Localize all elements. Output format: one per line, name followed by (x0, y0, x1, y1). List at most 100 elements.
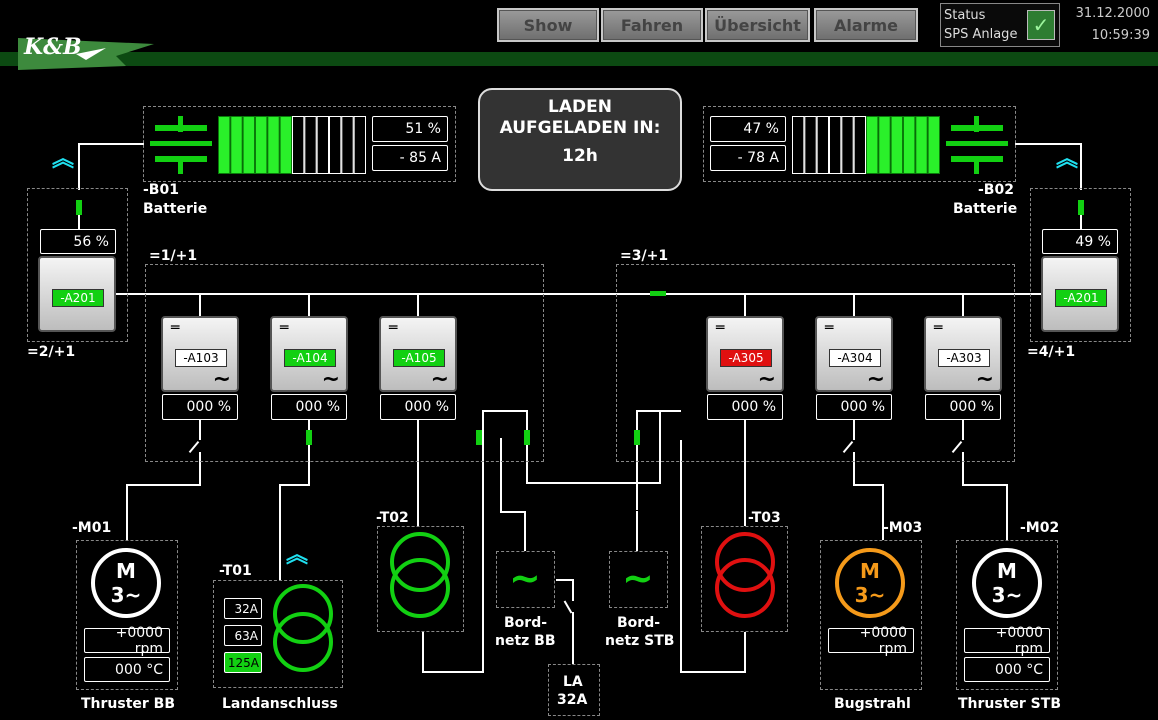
battery-segment (341, 116, 354, 174)
transformer-t01-icon[interactable] (268, 582, 338, 678)
t01-id: -T01 (219, 563, 252, 579)
dc-icon: ═ (389, 320, 398, 336)
wire (78, 143, 144, 145)
battery-segment (915, 116, 928, 174)
converter-a305[interactable]: -A305~═ (706, 316, 784, 392)
t01-option-63a[interactable]: 63A (224, 625, 262, 646)
battery-segment (304, 116, 317, 174)
company-logo: K&B (16, 26, 156, 76)
chevron-up-icon[interactable]: ︽ (52, 147, 75, 172)
m03-name: Bugstrahl (834, 696, 911, 712)
t03-id: -T03 (748, 510, 781, 526)
battery-symbol-icon (946, 116, 1008, 174)
group-3-frame (616, 264, 1015, 462)
converter-a103[interactable]: -A103~═ (161, 316, 239, 392)
converter-value: 000 % (707, 394, 783, 420)
battery-segment (242, 116, 255, 174)
dc-icon: ═ (825, 320, 834, 336)
chevron-up-icon[interactable]: ︽ (1056, 147, 1079, 172)
group-2-frame (27, 188, 128, 342)
sine-icon: ~ (757, 367, 776, 392)
m01-rpm: +0000 rpm (84, 625, 170, 657)
sine-icon: ~ (866, 367, 885, 392)
battery-segment (292, 116, 305, 174)
battery-segment (816, 116, 829, 174)
bordnetz-stb-sine-icon[interactable]: ~ (622, 556, 654, 600)
battery-segment (267, 116, 280, 174)
t01-option-125a[interactable]: 125A (224, 652, 262, 673)
charge-time-value: 12h (562, 146, 598, 166)
group-1-label: =1/+1 (149, 248, 198, 264)
converter-value: 000 % (925, 394, 1001, 420)
m01-temp: 000 °C (84, 657, 170, 682)
converter-tag: -A104 (284, 349, 336, 367)
converter-tag: -A303 (938, 349, 990, 367)
converter-a201-right[interactable]: -A201 (1041, 256, 1119, 332)
bordnetz-stb-line1: Bord- (617, 615, 661, 631)
status-label: Status (944, 8, 986, 23)
show-button[interactable]: Show (497, 8, 599, 42)
converter-tag: -A103 (175, 349, 227, 367)
battery-left-id: -B01 (143, 182, 179, 198)
sine-icon: ~ (321, 367, 340, 392)
battery-symbol-icon (150, 116, 212, 174)
battery-segment (255, 116, 268, 174)
dc-icon: ═ (716, 320, 725, 336)
battery-left-soc: 51 % (372, 116, 448, 142)
battery-segment (841, 116, 854, 174)
uebersicht-button[interactable]: Übersicht (705, 8, 810, 42)
converter-tag: -A105 (393, 349, 445, 367)
wire (1015, 143, 1081, 145)
bordnetz-bb-sine-icon[interactable]: ~ (509, 556, 541, 600)
converter-value: 000 % (271, 394, 347, 420)
a201-right-value: 49 % (1042, 229, 1118, 254)
battery-right-soc: 47 % (710, 116, 786, 142)
converter-a105[interactable]: -A105~ ═ (379, 316, 457, 392)
battery-right-level-bar (792, 116, 941, 174)
battery-segment (329, 116, 342, 174)
chevron-up-icon[interactable]: ︽ (286, 543, 309, 568)
battery-left-frame (143, 106, 456, 182)
m02-rpm: +0000 rpm (964, 625, 1050, 657)
t01-option-32a[interactable]: 32A (224, 598, 262, 619)
battery-segment (279, 116, 293, 174)
battery-segment (829, 116, 842, 174)
dc-icon: ═ (280, 320, 289, 336)
alarme-button[interactable]: Alarme (814, 8, 918, 42)
battery-segment (890, 116, 903, 174)
battery-segment (316, 116, 329, 174)
converter-a303[interactable]: -A303~═ (924, 316, 1002, 392)
sine-icon: ~ (430, 367, 449, 392)
converter-a201-left[interactable]: -A201 (38, 256, 116, 332)
charge-info-panel: LADEN AUFGELADEN IN: 12h (478, 88, 682, 191)
battery-segment (853, 116, 867, 174)
battery-segment (903, 116, 916, 174)
transformer-t02-icon[interactable] (385, 530, 455, 626)
transformer-t03-icon[interactable] (710, 530, 780, 626)
converter-value: 000 % (162, 394, 238, 420)
m03-id: -M03 (883, 520, 923, 536)
battery-segment (353, 116, 367, 174)
fahren-button[interactable]: Fahren (601, 8, 703, 42)
dc-icon: ═ (171, 320, 180, 336)
group-3-label: =3/+1 (620, 248, 669, 264)
m02-id: -M02 (1020, 520, 1060, 536)
group-4-label: =4/+1 (1027, 344, 1076, 360)
converter-a104[interactable]: -A104~ ═ (270, 316, 348, 392)
header-bar (0, 52, 1158, 66)
t02-id: -T02 (376, 510, 409, 526)
wire (78, 200, 80, 230)
battery-right-id: -B02 (978, 182, 1014, 198)
battery-left-level-bar (218, 116, 367, 174)
battery-right-name: Batterie (953, 201, 1018, 217)
status-panel[interactable]: Status SPS Anlage ✓ (940, 3, 1060, 47)
bordnetz-stb-line2: netz STB (605, 633, 675, 649)
battery-segment (866, 116, 879, 174)
m03-rpm: +0000 rpm (828, 625, 914, 657)
group-4-frame (1030, 188, 1131, 342)
group-1-frame (145, 264, 544, 462)
converter-a304[interactable]: -A304~═ (815, 316, 893, 392)
